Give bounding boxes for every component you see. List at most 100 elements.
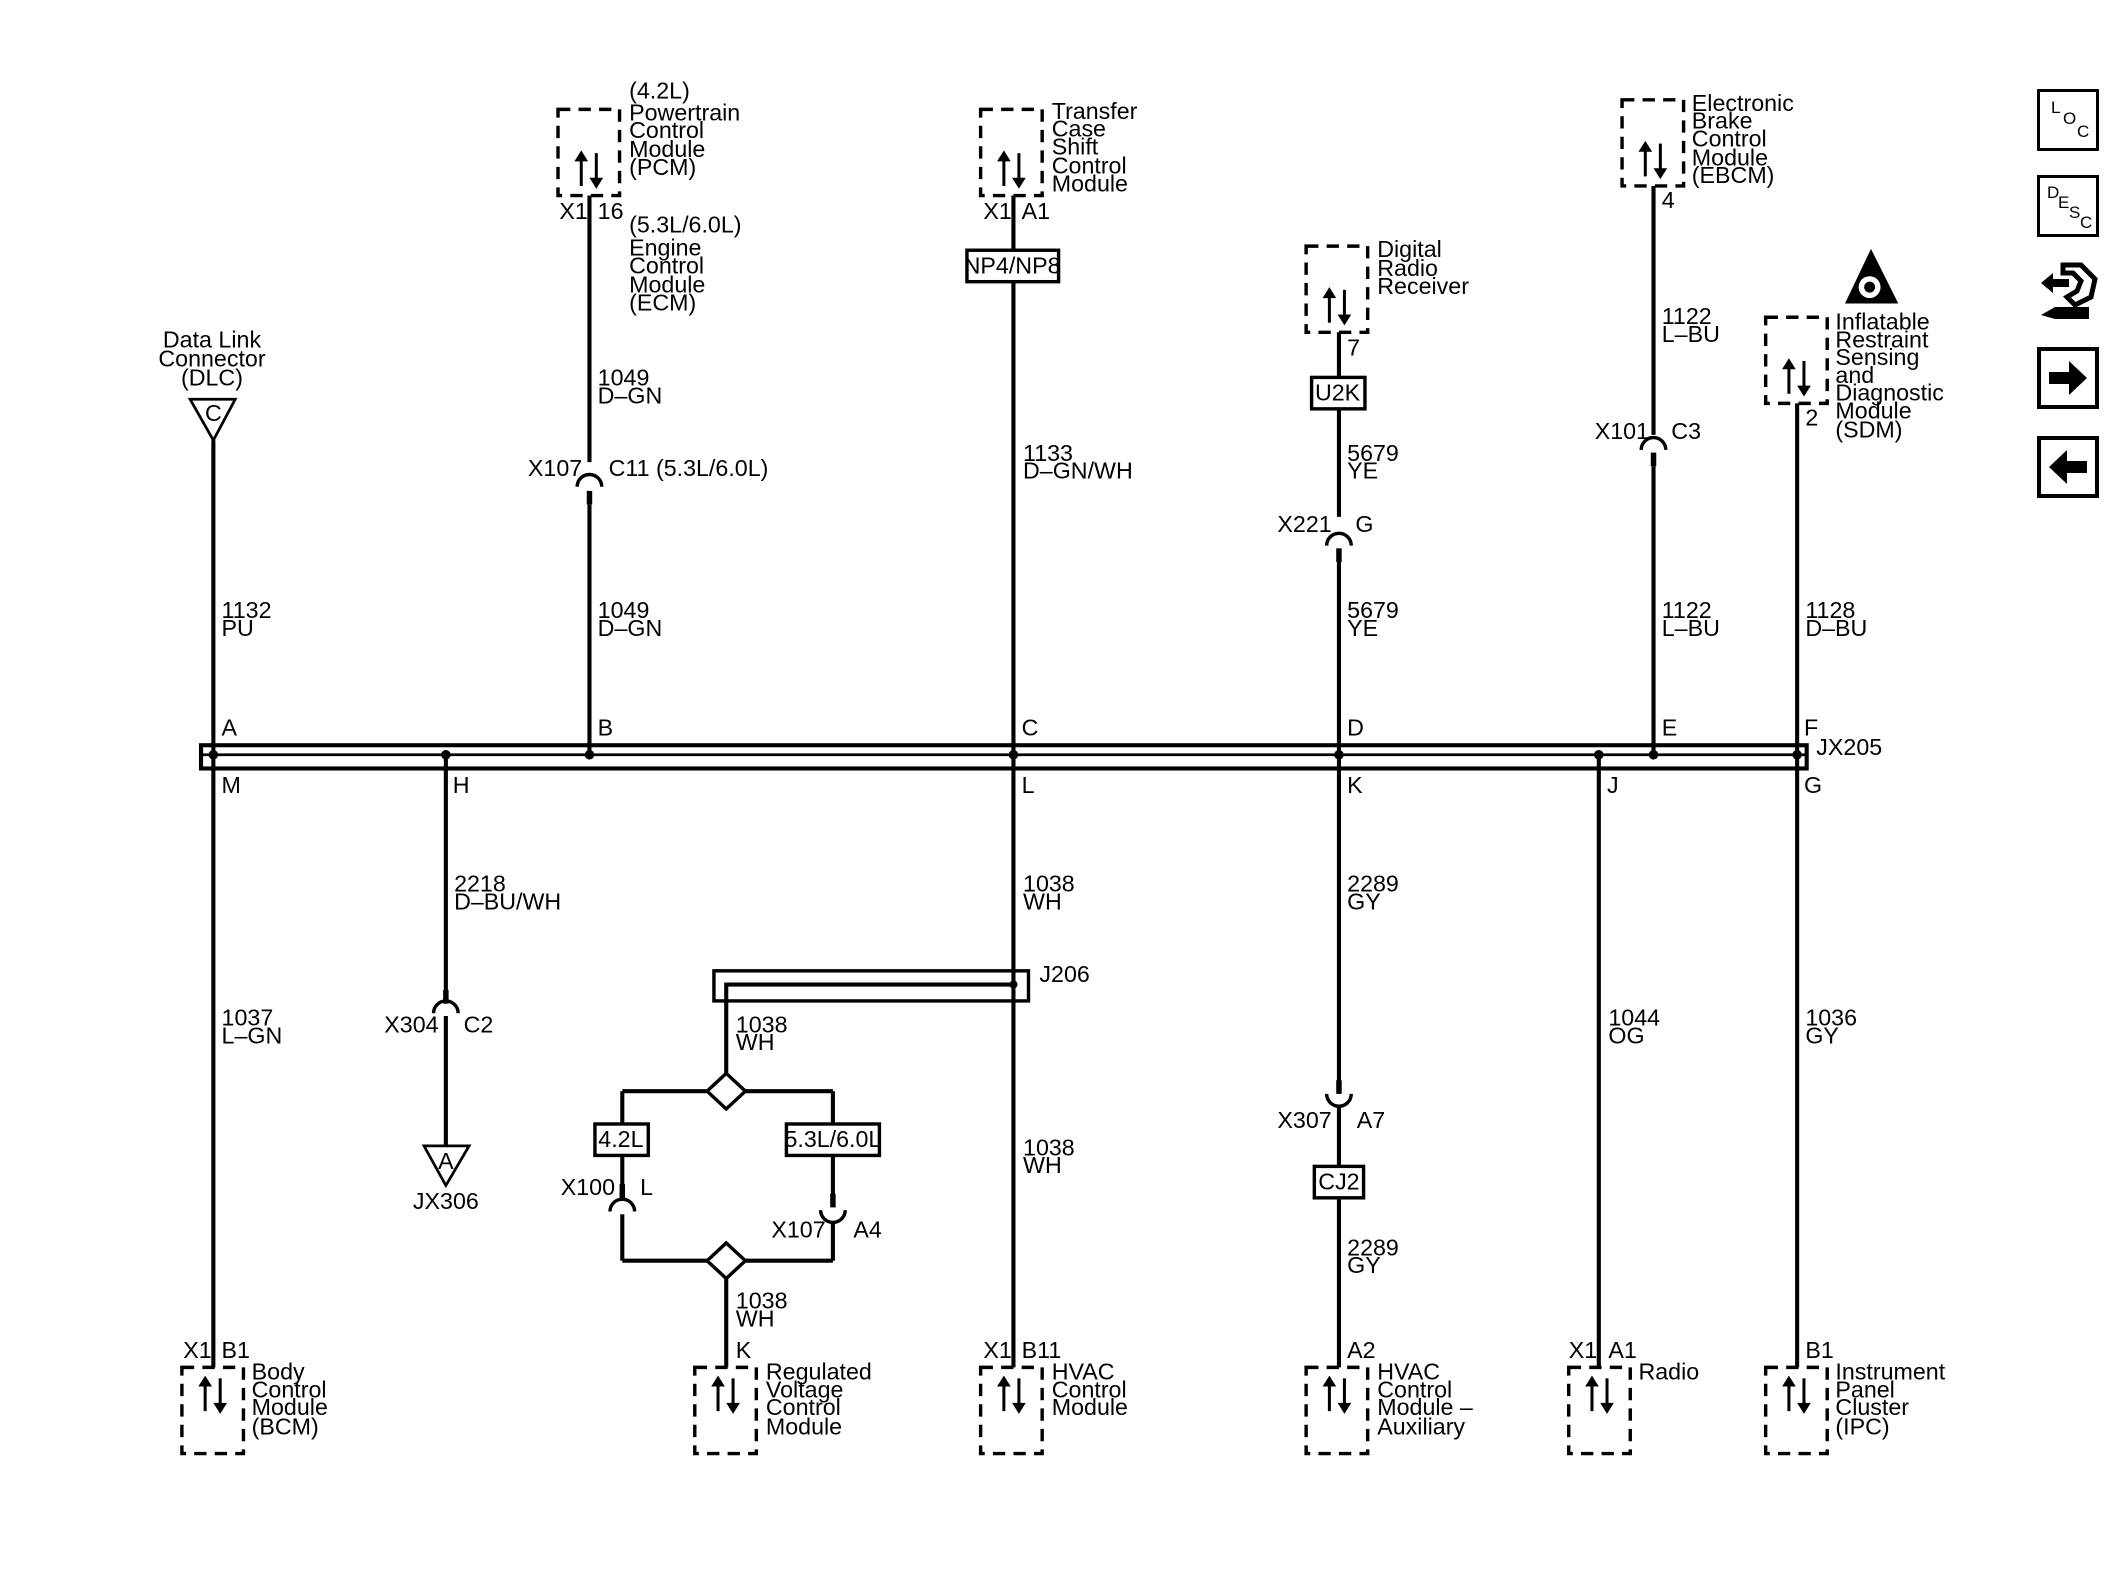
regulated-voltage-control-branch: J206 1038 WH 4.2L 5.3L/6.0L X100 L X107 … bbox=[561, 961, 1090, 1456]
svg-text:K: K bbox=[736, 1337, 752, 1363]
airbag-warning-icon bbox=[1844, 248, 1899, 304]
svg-text:Case: Case bbox=[1052, 116, 1106, 142]
inline-connector-x107-icon bbox=[575, 472, 604, 487]
svg-text:GY: GY bbox=[1805, 1022, 1839, 1048]
svg-text:Transfer: Transfer bbox=[1052, 98, 1138, 124]
bus-pin-g: G bbox=[1804, 772, 1822, 798]
svg-text:Module: Module bbox=[1692, 144, 1768, 170]
connector-end-view-icon[interactable] bbox=[2037, 253, 2103, 333]
svg-text:(PCM): (PCM) bbox=[629, 154, 696, 180]
bus-pin-d: D bbox=[1347, 715, 1364, 741]
svg-text:X307: X307 bbox=[1277, 1107, 1331, 1133]
svg-text:1038: 1038 bbox=[1023, 1134, 1075, 1160]
svg-text:(5.3L/6.0L): (5.3L/6.0L) bbox=[629, 211, 741, 237]
svg-text:1133: 1133 bbox=[1023, 440, 1073, 466]
svg-text:X1: X1 bbox=[559, 198, 587, 224]
option-diamond-bottom bbox=[704, 1240, 748, 1281]
bus-pin-a: A bbox=[222, 715, 238, 741]
svg-text:Auxiliary: Auxiliary bbox=[1377, 1413, 1465, 1439]
svg-text:B1: B1 bbox=[222, 1337, 250, 1363]
svg-text:5679: 5679 bbox=[1347, 440, 1399, 466]
svg-text:YE: YE bbox=[1347, 615, 1378, 641]
bidirectional-arrows-icon bbox=[572, 148, 605, 191]
svg-text:1038: 1038 bbox=[736, 1288, 788, 1314]
svg-text:1038: 1038 bbox=[736, 1011, 788, 1037]
svg-text:C3: C3 bbox=[1671, 418, 1701, 444]
svg-text:B1: B1 bbox=[1805, 1337, 1833, 1363]
svg-text:Module: Module bbox=[1835, 397, 1911, 423]
arrow-right-icon bbox=[2049, 361, 2087, 395]
svg-text:2: 2 bbox=[1805, 404, 1818, 430]
inline-connector-x100-icon bbox=[608, 1197, 637, 1212]
hvac-control-module: 1038 WH 1038 WH X1 B11 HVAC Control Modu… bbox=[978, 754, 1128, 1456]
svg-text:U2K: U2K bbox=[1315, 380, 1361, 406]
svg-text:Receiver: Receiver bbox=[1377, 273, 1469, 299]
svg-text:L–BU: L–BU bbox=[1662, 321, 1720, 347]
svg-text:C2: C2 bbox=[464, 1011, 494, 1037]
bus-pin-j: J bbox=[1607, 772, 1619, 798]
svg-text:Control: Control bbox=[629, 252, 704, 278]
svg-text:(IPC): (IPC) bbox=[1835, 1413, 1889, 1439]
bus-pin-c: C bbox=[1022, 715, 1039, 741]
jx306-terminal-icon bbox=[421, 1144, 472, 1189]
svg-text:4.2L: 4.2L bbox=[598, 1126, 643, 1152]
svg-text:and: and bbox=[1835, 362, 1874, 388]
svg-text:Panel: Panel bbox=[1835, 1376, 1894, 1402]
previous-page-button[interactable] bbox=[2037, 436, 2099, 498]
svg-text:A4: A4 bbox=[853, 1216, 882, 1242]
svg-text:1038: 1038 bbox=[1023, 871, 1075, 897]
svg-text:Control: Control bbox=[1692, 125, 1767, 151]
svg-text:(ECM): (ECM) bbox=[629, 289, 696, 315]
svg-text:A: A bbox=[438, 1148, 454, 1174]
svg-text:Instrument: Instrument bbox=[1835, 1359, 1945, 1385]
svg-text:HVAC: HVAC bbox=[1052, 1359, 1115, 1385]
svg-text:Voltage: Voltage bbox=[766, 1376, 844, 1402]
svg-text:L–BU: L–BU bbox=[1662, 615, 1720, 641]
radio: 1044 OG X1 A1 Radio bbox=[1567, 754, 1699, 1456]
bus-connector-label: JX205 bbox=[1816, 734, 1882, 760]
data-link-connector: Data Link Connector (DLC) C 1132 PU bbox=[158, 326, 272, 755]
svg-text:Shift: Shift bbox=[1052, 134, 1099, 160]
svg-text:PU: PU bbox=[222, 615, 254, 641]
svg-text:D–BU: D–BU bbox=[1805, 615, 1867, 641]
svg-text:X107: X107 bbox=[771, 1216, 825, 1242]
instrument-panel-cluster: 1036 GY B1 Instrument Panel Cluster (IPC… bbox=[1763, 754, 1946, 1456]
svg-text:(4.2L): (4.2L) bbox=[629, 77, 690, 103]
hvac-control-module-auxiliary: 2289 GY X307 A7 CJ2 2289 GY A2 HVAC Cont… bbox=[1277, 754, 1473, 1456]
description-button[interactable]: D E S C bbox=[2037, 175, 2099, 237]
svg-text:X100: X100 bbox=[561, 1174, 615, 1200]
svg-text:Control: Control bbox=[1052, 1376, 1127, 1402]
svg-text:7: 7 bbox=[1347, 335, 1360, 361]
arrow-left-icon bbox=[2049, 450, 2087, 484]
svg-text:X101: X101 bbox=[1595, 418, 1649, 444]
svg-text:CJ2: CJ2 bbox=[1318, 1169, 1359, 1195]
option-box-np4-np8 bbox=[965, 248, 1061, 284]
svg-text:2218: 2218 bbox=[454, 871, 506, 897]
svg-text:Module: Module bbox=[766, 1413, 842, 1439]
svg-text:1049: 1049 bbox=[598, 597, 650, 623]
svg-text:YE: YE bbox=[1347, 458, 1378, 484]
svg-text:(DLC): (DLC) bbox=[181, 365, 243, 391]
svg-text:Module –: Module – bbox=[1377, 1394, 1473, 1420]
bus-pin-m: M bbox=[222, 772, 241, 798]
svg-text:2289: 2289 bbox=[1347, 871, 1399, 897]
bidirectional-arrows-icon bbox=[1321, 285, 1353, 327]
bidirectional-arrows-icon bbox=[709, 1374, 742, 1416]
option-diamond-top bbox=[704, 1071, 748, 1112]
svg-text:WH: WH bbox=[1023, 888, 1062, 914]
svg-text:X221: X221 bbox=[1277, 511, 1331, 537]
svg-text:16: 16 bbox=[598, 198, 624, 224]
inflatable-restraint-sdm: Inflatable Restraint Sensing and Diagnos… bbox=[1763, 248, 1944, 755]
svg-text:1122: 1122 bbox=[1662, 303, 1712, 329]
location-button[interactable]: L O C bbox=[2037, 89, 2099, 151]
svg-text:A1: A1 bbox=[1608, 1337, 1636, 1363]
svg-text:Control: Control bbox=[766, 1394, 841, 1420]
digital-radio-receiver: Digital Radio Receiver 7 U2K 5679 YE X22… bbox=[1277, 236, 1469, 755]
svg-text:Control: Control bbox=[1377, 1376, 1452, 1402]
svg-text:1036: 1036 bbox=[1805, 1005, 1857, 1031]
svg-text:Inflatable: Inflatable bbox=[1835, 309, 1929, 335]
svg-text:1122: 1122 bbox=[1662, 597, 1712, 623]
svg-text:D–BU/WH: D–BU/WH bbox=[454, 888, 561, 914]
next-page-button[interactable] bbox=[2037, 347, 2099, 409]
